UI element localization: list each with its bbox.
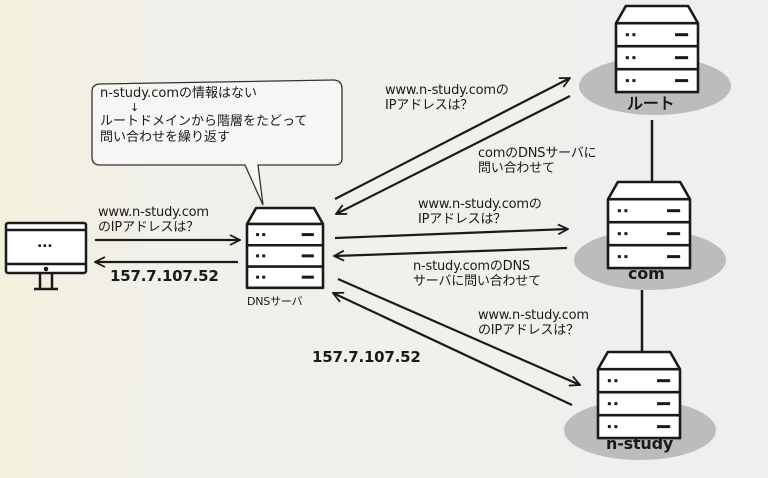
dns-server-label: DNSサーバ xyxy=(247,295,303,308)
label-line: www.n-study.com xyxy=(98,205,209,220)
label-line: IPアドレスは？ xyxy=(385,98,474,113)
monitor-screen-dots: ... xyxy=(37,235,53,251)
label-line: サーバに問い合わせて xyxy=(413,274,541,289)
client-response-label: 157.7.107.52 xyxy=(110,267,219,285)
label-line: IPアドレスは？ xyxy=(418,212,507,227)
callout-line: n-study.comの情報はない xyxy=(100,86,258,101)
nstudy-request-label: www.n-study.com のIPアドレスは？ xyxy=(478,308,589,338)
label-line: www.n-study.comの xyxy=(385,83,509,98)
callout-bubble xyxy=(91,79,343,206)
label-line: 問い合わせて xyxy=(478,161,555,176)
com-server-icon xyxy=(606,180,692,270)
label-line: comのDNSサーバに xyxy=(478,146,597,161)
client-request-label: www.n-study.com のIPアドレスは？ xyxy=(98,205,209,235)
root-server-icon xyxy=(614,4,700,94)
callout-line: 問い合わせを繰り返す xyxy=(100,130,231,145)
dns-server-icon xyxy=(245,206,325,290)
com-response-label: n-study.comのDNS サーバに問い合わせて xyxy=(413,259,541,289)
monitor-icon xyxy=(4,221,88,291)
nstudy-request-arrow xyxy=(337,277,580,385)
label-line: のIPアドレスは？ xyxy=(98,220,199,235)
root-response-label: comのDNSサーバに 問い合わせて xyxy=(478,146,597,176)
callout-text: n-study.comの情報はない ↓ ルートドメインから階層をたどって 問い合… xyxy=(92,80,336,166)
callout-line: ルートドメインから階層をたどって xyxy=(100,114,308,129)
root-request-arrow xyxy=(334,77,570,200)
root-label: ルート xyxy=(627,94,675,113)
nstudy-response-label: 157.7.107.52 xyxy=(312,348,421,366)
label-line: www.n-study.comの xyxy=(418,197,542,212)
label-line: n-study.comのDNS xyxy=(413,259,531,274)
com-request-arrow xyxy=(334,229,568,240)
label-line: www.n-study.com xyxy=(478,308,589,323)
root-response-arrow xyxy=(336,95,571,215)
nstudy-server-icon xyxy=(596,350,682,440)
nstudy-label: n-study xyxy=(606,434,674,453)
label-line: のIPアドレスは？ xyxy=(478,323,579,338)
nstudy-response-arrow xyxy=(333,293,573,406)
root-request-label: www.n-study.comの IPアドレスは？ xyxy=(385,83,509,113)
callout-arrow: ↓ xyxy=(130,101,140,114)
com-label: com xyxy=(628,264,665,283)
com-request-label: www.n-study.comの IPアドレスは？ xyxy=(418,197,542,227)
com-response-arrow xyxy=(334,246,568,256)
